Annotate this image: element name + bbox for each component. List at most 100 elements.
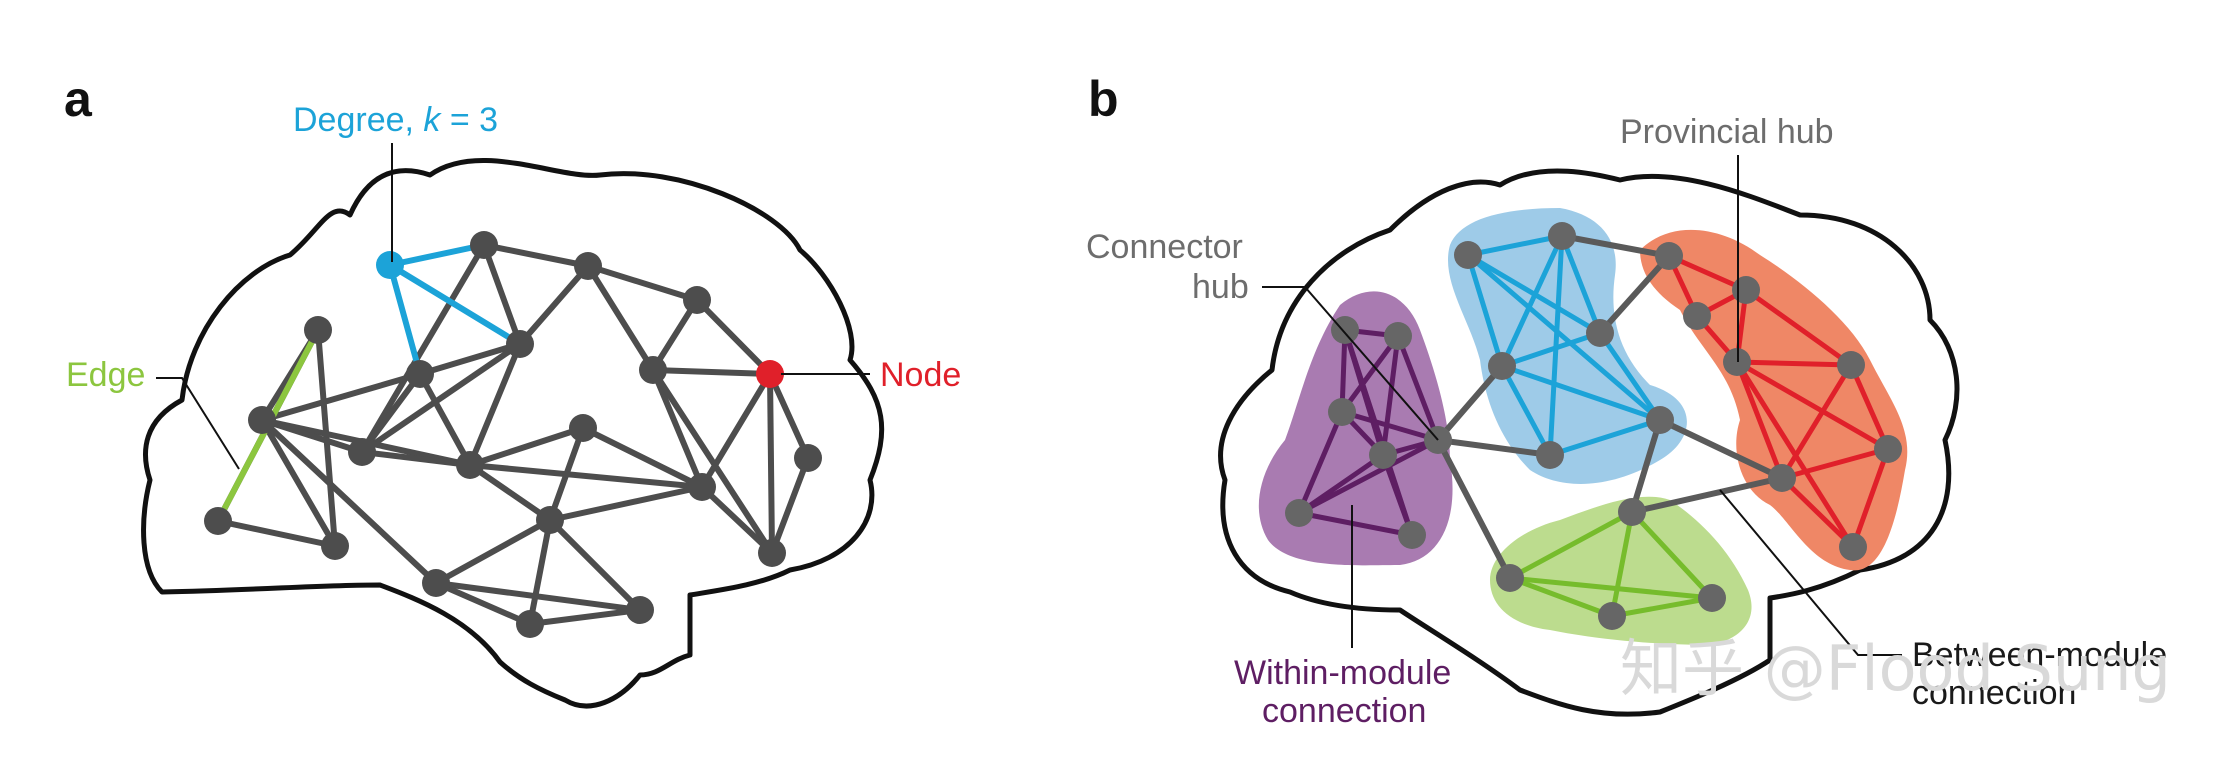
within-module-edge-red <box>1779 362 1854 481</box>
network-a-edge <box>481 242 523 347</box>
network-a-edge <box>585 263 656 373</box>
network-b-node <box>1536 441 1564 469</box>
between-module-label-line1: Between-module <box>1912 636 2167 674</box>
network-a-node <box>794 444 822 472</box>
within-module-edge-red <box>1734 359 1891 452</box>
network-a-edge <box>467 425 586 468</box>
network-a-edge <box>433 517 553 586</box>
within-module-label-line1: Within-module <box>1234 654 1451 692</box>
within-module-edge-purple <box>1342 327 1415 538</box>
network-b-node <box>1454 241 1482 269</box>
within-module-edge-purple <box>1339 409 1441 443</box>
within-module-edge-blue <box>1499 363 1553 458</box>
within-module-label-line2: connection <box>1262 692 1426 730</box>
network-a-edge <box>699 484 775 556</box>
between-module-label-line2: connection <box>1912 674 2076 712</box>
network-b-node <box>1839 533 1867 561</box>
within-module-edge-green <box>1609 595 1715 619</box>
network-a-edge <box>215 518 338 549</box>
network-a-edge <box>650 367 775 556</box>
network-a-edge <box>259 417 439 586</box>
within-module-edge-red <box>1734 359 1854 368</box>
within-module-edge-blue <box>1547 417 1663 458</box>
degree-edge <box>387 262 423 377</box>
network-a-edge <box>359 341 523 455</box>
within-module-edge-green <box>1629 509 1715 601</box>
network-a-edge <box>527 517 553 627</box>
within-module-edge-green <box>1507 575 1715 601</box>
within-module-edge-blue <box>1547 233 1565 458</box>
network-a-edge <box>433 580 643 613</box>
network-b-node <box>1496 564 1524 592</box>
network-a-nodes <box>204 231 822 638</box>
degree-node <box>376 251 404 279</box>
network-a-edge <box>433 580 533 627</box>
network-b-node <box>1683 302 1711 330</box>
network-a-edge <box>359 449 473 468</box>
network-a-node <box>321 532 349 560</box>
within-module-edge-purple <box>1296 510 1415 538</box>
network-a-node <box>688 473 716 501</box>
brain-outline-a <box>141 158 885 709</box>
edge-label: Edge <box>66 356 145 394</box>
within-module-edge-green <box>1507 575 1615 619</box>
network-a-node <box>348 438 376 466</box>
within-module-edge-blue <box>1499 233 1565 369</box>
network-b-node <box>1655 242 1683 270</box>
network-a-edge <box>359 371 423 455</box>
within-module-edge-blue <box>1465 252 1663 423</box>
network-b-node <box>1384 322 1412 350</box>
network-a-edge <box>650 367 773 377</box>
between-module-leader <box>1719 489 1902 656</box>
within-module-edge-green <box>1609 509 1635 619</box>
brain-outline-b <box>1218 168 1960 717</box>
network-b-edges <box>1296 233 1891 619</box>
within-module-edge-red <box>1743 287 1854 368</box>
within-module-edge-red <box>1848 362 1891 452</box>
between-module-edge <box>1629 475 1785 515</box>
network-b-node <box>1698 584 1726 612</box>
network-a-edge <box>467 462 553 523</box>
within-module-edge-red <box>1779 446 1891 481</box>
within-module-edge-blue <box>1465 233 1565 258</box>
within-module-edge-blue <box>1559 233 1603 336</box>
between-module-edge <box>1435 437 1513 581</box>
network-b-node <box>1732 276 1760 304</box>
network-a-edge <box>699 371 773 490</box>
within-module-edge-red <box>1850 446 1891 550</box>
network-a-edge <box>359 242 487 455</box>
network-a-node <box>304 316 332 344</box>
provincial-hub-label: Provincial hub <box>1620 113 1834 151</box>
network-a-edges <box>215 242 811 627</box>
between-module-edge <box>1657 417 1785 481</box>
network-b-node <box>1331 316 1359 344</box>
panel-a-letter: a <box>64 71 93 127</box>
network-b-node <box>1837 351 1865 379</box>
network-b-node <box>1598 602 1626 630</box>
within-module-edge-blue <box>1499 330 1603 369</box>
panel-b-letter: b <box>1088 71 1119 127</box>
network-b-node <box>1548 222 1576 250</box>
within-module-edge-purple <box>1296 437 1441 516</box>
between-module-edge <box>1597 253 1672 336</box>
panel-b: b Provincial hub Connector hub Within-mo… <box>1086 71 2167 730</box>
network-a-edge <box>547 484 705 523</box>
network-a-node <box>683 286 711 314</box>
network-a-edge <box>547 517 643 613</box>
network-a-edge <box>767 371 775 556</box>
within-module-edge-blue <box>1597 330 1663 423</box>
between-module-edge <box>1435 437 1553 458</box>
network-a-node <box>516 610 544 638</box>
network-a-edge <box>585 263 700 303</box>
network-a-node <box>248 406 276 434</box>
network-a-edge <box>481 242 591 269</box>
network-a-node <box>536 506 564 534</box>
degree-edge <box>387 242 487 268</box>
network-a-node <box>758 539 786 567</box>
network-b-node <box>1768 464 1796 492</box>
network-b-node <box>1488 352 1516 380</box>
network-a-edge <box>467 341 523 468</box>
within-module-edge-purple <box>1380 333 1401 458</box>
within-module-edge-purple <box>1339 333 1401 415</box>
network-a-edge <box>580 425 705 490</box>
